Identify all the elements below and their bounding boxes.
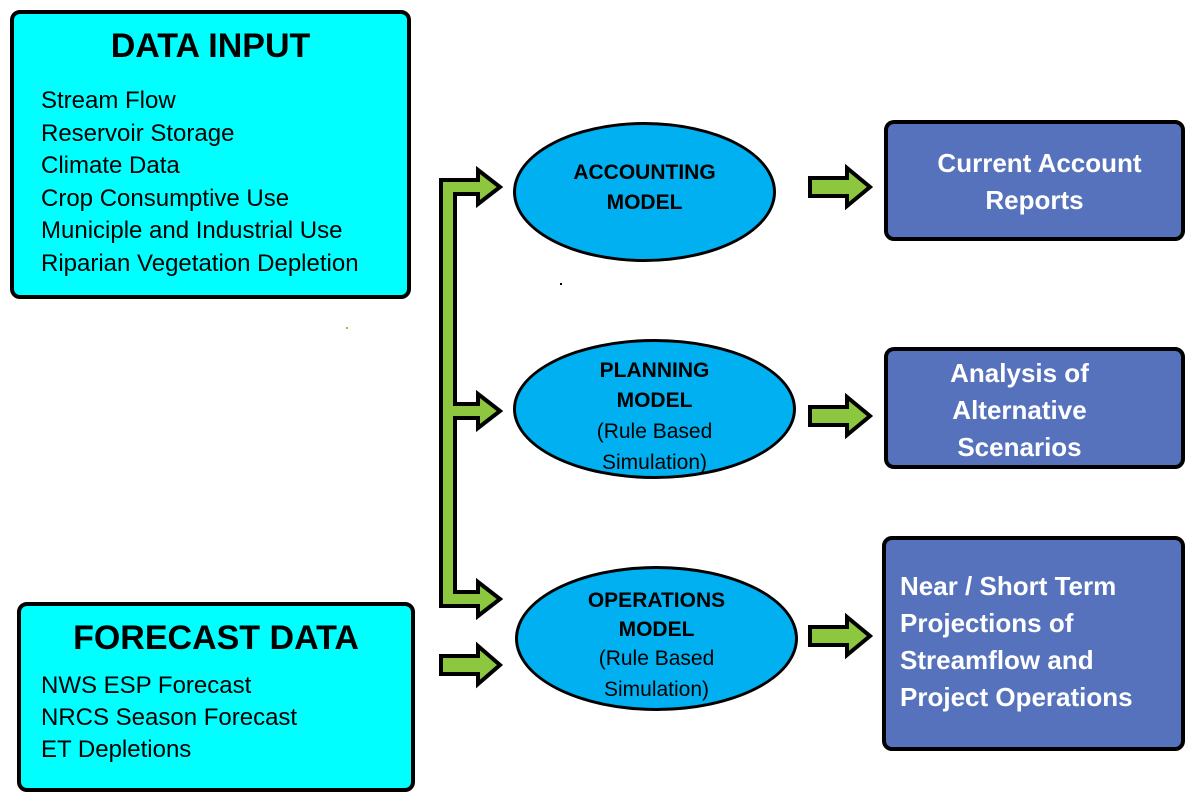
planning-model: PLANNING MODEL (Rule Based Simulation) (513, 339, 796, 479)
near-short-term-projections: Near / Short Term Projections of Streamf… (882, 536, 1185, 751)
data-input-list: Stream Flow Reservoir Storage Climate Da… (41, 85, 407, 280)
operations-model-note-2: Simulation) (603, 678, 710, 701)
accounting-to-output-arrow (808, 163, 874, 211)
data-input-title: DATA INPUT (110, 27, 311, 65)
output-line: Projections of (900, 608, 1074, 638)
operations-to-output-arrow (808, 612, 874, 660)
list-item: Riparian Vegetation Depletion (41, 249, 359, 277)
list-item: Reservoir Storage (41, 119, 235, 147)
data-input-box: DATA INPUT Stream Flow Reservoir Storage… (10, 10, 411, 299)
stray-dot (560, 283, 562, 285)
list-item: Stream Flow (41, 87, 176, 114)
operations-model-title: OPERATIONS (587, 589, 726, 612)
output-line: Current Account (937, 148, 1142, 178)
accounting-model-title: ACCOUNTING (573, 161, 716, 184)
planning-to-output-arrow (808, 392, 874, 440)
operations-model-subtitle: MODEL (618, 618, 695, 641)
output-line: Near / Short Term (900, 571, 1117, 601)
forecast-to-operations-arrow (439, 641, 504, 689)
output-line: Alternative (952, 395, 1087, 425)
list-item: NWS ESP Forecast (41, 672, 252, 699)
current-account-reports: Current Account Reports (884, 120, 1185, 241)
operations-model-note-1: (Rule Based (598, 647, 715, 670)
list-item: ET Depletions (41, 736, 192, 763)
planning-model-subtitle: MODEL (616, 389, 693, 412)
planning-model-note-1: (Rule Based (596, 420, 713, 443)
list-item: Climate Data (41, 152, 180, 179)
output-line: Reports (985, 185, 1084, 215)
planning-model-note-2: Simulation) (601, 451, 708, 474)
list-item: Crop Consumptive Use (41, 184, 290, 212)
output-line: Scenarios (957, 432, 1082, 462)
output-line: Project Operations (900, 682, 1133, 712)
planning-model-title: PLANNING (599, 359, 710, 382)
forecast-data-title: FORECAST DATA (73, 619, 359, 657)
list-item: Municiple and Industrial Use (41, 217, 343, 244)
output-line: Analysis of (950, 358, 1089, 388)
forecast-data-box: FORECAST DATA NWS ESP Forecast NRCS Seas… (17, 602, 415, 792)
forecast-data-list: NWS ESP Forecast NRCS Season Forecast ET… (41, 670, 411, 766)
list-item: NRCS Season Forecast (41, 704, 298, 731)
accounting-model-subtitle: MODEL (606, 191, 683, 214)
analysis-of-alternative-scenarios: Analysis of Alternative Scenarios (884, 347, 1185, 469)
output-line: Streamflow and (900, 645, 1094, 675)
accounting-model: ACCOUNTING MODEL (513, 122, 776, 262)
data-input-trunk-arrow (439, 165, 504, 621)
stray-dot (346, 327, 348, 329)
operations-model: OPERATIONS MODEL (Rule Based Simulation) (515, 566, 798, 711)
